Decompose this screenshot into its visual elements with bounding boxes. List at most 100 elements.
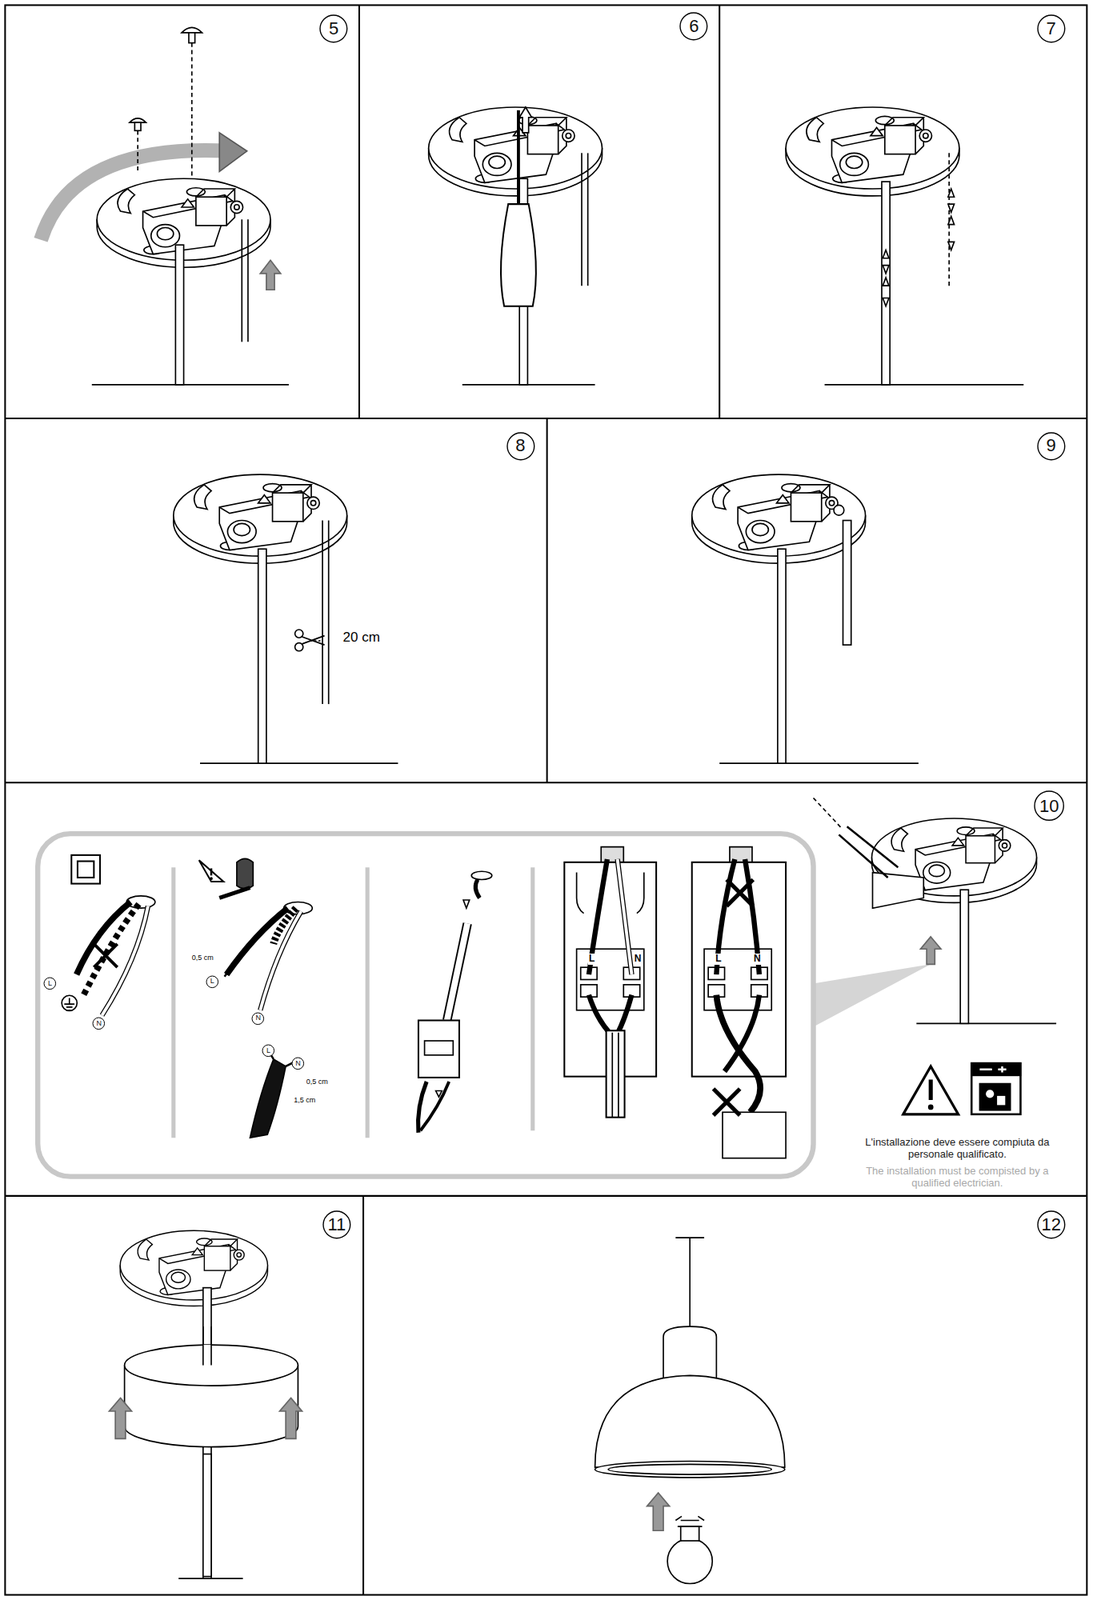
step-10-figure	[37, 797, 1057, 1177]
illustration-part	[724, 995, 760, 1073]
illustration-part	[928, 1079, 933, 1101]
illustration-part	[519, 107, 532, 133]
illustration-part	[247, 219, 249, 342]
illustration-part	[273, 908, 297, 945]
illustration-part	[882, 250, 889, 307]
illustration-part	[996, 1096, 1005, 1106]
step-11-figure	[108, 1230, 302, 1579]
node-text: L	[210, 977, 215, 985]
illustration-part	[202, 1326, 205, 1366]
illustration-part	[219, 132, 247, 172]
dimension-label: 0,5 cm	[306, 1077, 329, 1086]
circle-outline	[206, 976, 219, 989]
illustration-part	[667, 1538, 713, 1584]
illustration-part	[838, 826, 898, 878]
illustration-part	[688, 1237, 691, 1327]
illustration-part	[718, 4, 721, 419]
step-number: 7	[1036, 14, 1066, 44]
illustration-part	[77, 861, 94, 878]
illustration-part	[321, 520, 324, 705]
illustration-part	[365, 867, 370, 1138]
illustration-part	[219, 888, 250, 899]
circle-outline	[323, 1211, 351, 1239]
illustration-part	[979, 1084, 1010, 1111]
illustration-part	[916, 1022, 1057, 1025]
illustration-part	[224, 969, 230, 977]
illustration-part	[84, 904, 140, 996]
illustration-part	[475, 879, 480, 898]
step-8-figure	[173, 474, 399, 764]
step-number: 12	[1036, 1210, 1066, 1240]
step-7-figure	[785, 107, 1024, 385]
warning-note: The installation must be compisted by a …	[855, 1165, 1060, 1190]
terminal-block-wrong	[692, 847, 786, 1159]
illustration-part	[428, 107, 603, 197]
illustration-part	[588, 995, 613, 1037]
illustration-part	[93, 944, 117, 968]
terminal-label: N	[633, 953, 643, 965]
illustration-part	[928, 1105, 933, 1110]
illustration-part	[358, 4, 361, 419]
illustration-part	[226, 908, 289, 975]
illustration-part	[824, 384, 1025, 386]
illustration-part	[516, 110, 521, 205]
illustration-part	[608, 1464, 772, 1475]
illustration-part	[471, 871, 493, 880]
dimension-label: 20 cm	[343, 629, 381, 646]
illustration-part	[181, 27, 203, 33]
circle-outline	[1034, 791, 1064, 821]
illustration-part	[134, 122, 141, 131]
warning-note: L'installazione deve essere compiuta da …	[855, 1137, 1060, 1162]
step-6-figure	[428, 107, 603, 385]
illustration-part	[716, 995, 761, 1114]
illustration-part	[188, 32, 196, 44]
illustration-part	[587, 152, 589, 286]
illustration-part	[4, 4, 1087, 1595]
illustration-part	[530, 867, 535, 1131]
illustration-part	[61, 995, 77, 1011]
node-text: 11	[327, 1216, 346, 1234]
illustration-part	[806, 964, 932, 1031]
illustration-part	[175, 244, 184, 385]
step-number: 9	[1036, 432, 1066, 461]
step-number: 6	[679, 12, 709, 41]
illustration-part	[813, 797, 843, 829]
step-number: 10	[1033, 790, 1065, 821]
circle-outline	[1037, 15, 1065, 43]
illustration-part	[726, 879, 753, 906]
illustration-part	[647, 1493, 670, 1531]
illustration-part	[713, 1088, 741, 1116]
illustration-part	[236, 858, 253, 889]
illustration-part	[302, 636, 325, 645]
step-5-figure	[40, 27, 289, 385]
illustration-part	[295, 643, 304, 652]
node-text: 8	[515, 436, 525, 455]
illustration-part	[985, 1089, 994, 1098]
illustration-part	[240, 219, 243, 342]
illustration-part	[249, 1059, 286, 1138]
illustration-part	[546, 418, 549, 783]
illustration-part	[833, 504, 845, 516]
illustration-part	[663, 1326, 717, 1378]
circle-outline	[320, 15, 348, 43]
illustration-part	[617, 859, 633, 975]
node-text: L	[266, 1047, 271, 1055]
illustration-part	[258, 548, 267, 764]
illustration-part	[203, 1345, 212, 1366]
illustration-part	[108, 1397, 132, 1439]
illustration-part	[595, 1461, 785, 1478]
circle-outline	[1037, 1211, 1065, 1239]
illustration-part	[4, 417, 1087, 420]
illustration-part	[595, 1375, 785, 1468]
panel-frame	[4, 4, 1087, 1595]
illustration-part	[576, 948, 645, 1011]
illustration-part	[136, 130, 139, 174]
terminal-block-correct	[564, 847, 657, 1118]
circle-outline	[507, 432, 535, 461]
dimension-label: 1,5 cm	[293, 1096, 316, 1105]
circle-outline	[1037, 432, 1065, 461]
illustration-part	[600, 847, 624, 863]
node-text: L	[48, 980, 53, 988]
illustration-part	[971, 1063, 1021, 1115]
